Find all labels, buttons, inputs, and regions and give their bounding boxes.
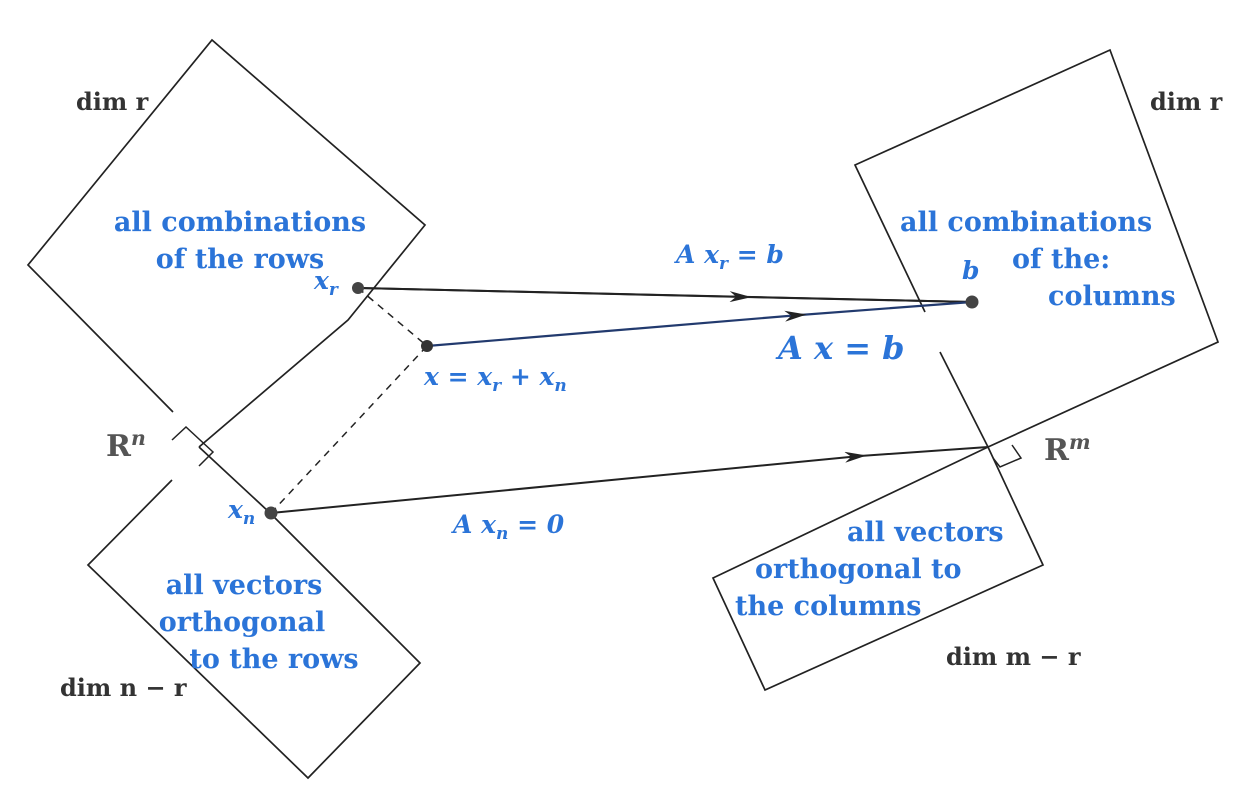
xr-label: xr bbox=[314, 266, 338, 300]
null-space-dimension: dim n − r bbox=[60, 673, 187, 702]
row-space-shape bbox=[26, 38, 427, 448]
right-right-angle-mark bbox=[992, 444, 1023, 468]
equation-ax: A x = b bbox=[778, 329, 905, 367]
null-space-shape bbox=[86, 446, 422, 780]
dashed-xr-to-x bbox=[357, 287, 428, 347]
left-space-label: Rn bbox=[106, 426, 146, 464]
left-null-space-label: all vectors orthogonal to the columns bbox=[735, 517, 1004, 622]
arrow-xr-to-b-line bbox=[357, 287, 973, 303]
point-b bbox=[965, 295, 979, 309]
point-xn bbox=[264, 506, 278, 520]
equation-axn: A xn = 0 bbox=[453, 510, 565, 544]
dashed-xn-to-x bbox=[270, 345, 428, 514]
arrow-x-to-b-line bbox=[426, 300, 973, 348]
row-space-label: all combinations of the rows bbox=[113, 207, 367, 275]
x-decomposition-label: x = xr + xn bbox=[424, 362, 567, 396]
point-x bbox=[421, 340, 433, 352]
column-space-shape bbox=[853, 48, 1220, 448]
b-label: b bbox=[962, 256, 980, 285]
point-xr bbox=[352, 282, 364, 294]
left-null-space-dimension: dim m − r bbox=[946, 642, 1081, 671]
arrow-xn-to-zero-line bbox=[270, 446, 989, 514]
column-space-label: all combinations of the: columns bbox=[900, 207, 1176, 312]
left-right-angle-mark bbox=[171, 425, 215, 467]
column-space-dimension: dim r bbox=[1150, 87, 1223, 116]
equation-axr: A xr = b bbox=[676, 240, 784, 274]
null-space-label: all vectors orthogonal to the rows bbox=[158, 570, 359, 675]
row-space-dimension: dim r bbox=[76, 87, 149, 116]
right-space-label: Rm bbox=[1044, 430, 1091, 468]
xn-label: xn bbox=[228, 495, 256, 529]
left-null-space-shape bbox=[711, 446, 1045, 692]
